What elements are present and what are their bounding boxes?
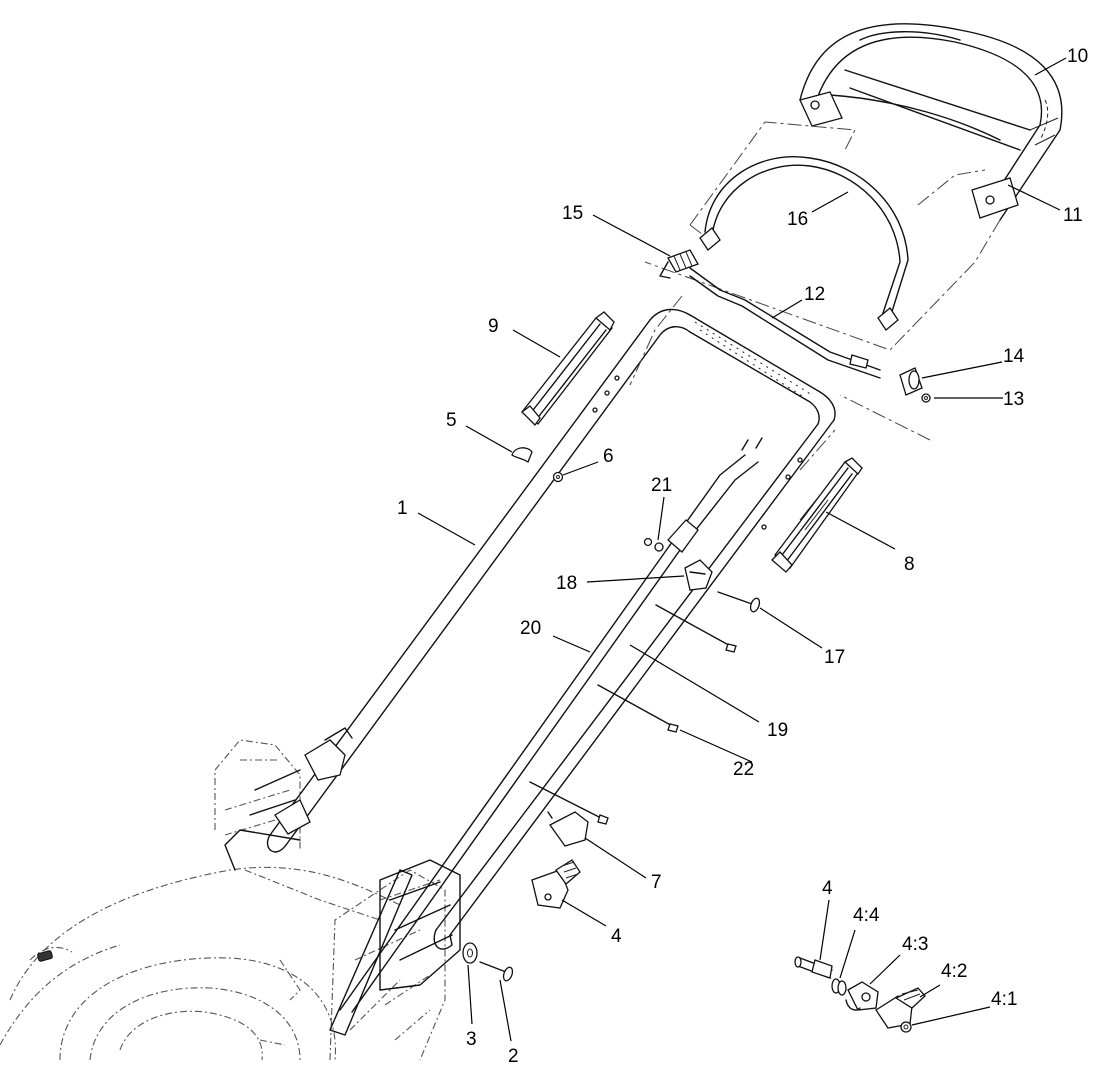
callout-20: 20 [520, 618, 541, 639]
callout-4-2: 4:2 [941, 961, 967, 982]
callout-4: 4 [611, 926, 622, 947]
callout-7: 7 [651, 872, 662, 893]
callout-22: 22 [733, 759, 754, 780]
cable-clamp [684, 559, 713, 591]
height-adjust-knob [531, 859, 581, 909]
flat-washer [462, 942, 478, 964]
callout-15: 15 [562, 203, 583, 224]
callout-4-4: 4:4 [853, 905, 880, 926]
handle-brackets [224, 769, 461, 1036]
torsion-spring [659, 249, 699, 279]
hex-nut-left [552, 471, 564, 483]
callout-1: 1 [397, 498, 408, 519]
operator-presence-bail [699, 156, 909, 331]
callout-5: 5 [446, 410, 457, 431]
control-cables [339, 437, 763, 1013]
main-handle-tube [266, 308, 836, 950]
callout-17: 17 [824, 647, 845, 668]
callout-14: 14 [1003, 346, 1025, 367]
shoulder-bolt [479, 961, 514, 982]
callout-13: 13 [1003, 389, 1024, 410]
knob-base [845, 981, 879, 1011]
callout-16: 16 [787, 209, 808, 230]
cable-clip [511, 447, 533, 463]
callout-4-3: 4:3 [902, 934, 928, 955]
cable-nut-washer [643, 537, 664, 552]
knob-assembly-exploded [794, 956, 926, 1033]
callout-10: 10 [1067, 46, 1088, 67]
callout-18: 18 [556, 573, 577, 594]
cable-guide-right [771, 457, 863, 573]
knob-nut [900, 1021, 912, 1033]
cable-ties [529, 604, 737, 825]
phantom-outline-lines [629, 121, 1001, 471]
callout-11: 11 [1063, 205, 1083, 226]
leader-lines [417, 57, 1067, 1042]
callout-12: 12 [804, 284, 825, 305]
mower-deck-outline [0, 739, 446, 1061]
knob-spring [831, 978, 847, 996]
cable-guide-left [521, 311, 615, 427]
callout-4-1: 4:1 [991, 989, 1017, 1010]
callout-3: 3 [466, 1029, 477, 1050]
carriage-bolt [717, 591, 761, 613]
callout-6: 6 [603, 446, 614, 467]
rod-washer [921, 393, 931, 403]
callout-2: 2 [508, 1046, 519, 1067]
rod-bushing [899, 367, 923, 396]
callout-9: 9 [488, 316, 499, 337]
handle-knob-upper [547, 811, 589, 847]
knob-lever [875, 987, 926, 1029]
callout-19: 19 [767, 720, 788, 741]
callout-4-exploded: 4 [822, 878, 833, 899]
upper-handle-grip [799, 23, 1063, 221]
callout-8: 8 [904, 554, 915, 575]
control-rod [689, 267, 881, 379]
callout-21: 21 [651, 475, 672, 496]
